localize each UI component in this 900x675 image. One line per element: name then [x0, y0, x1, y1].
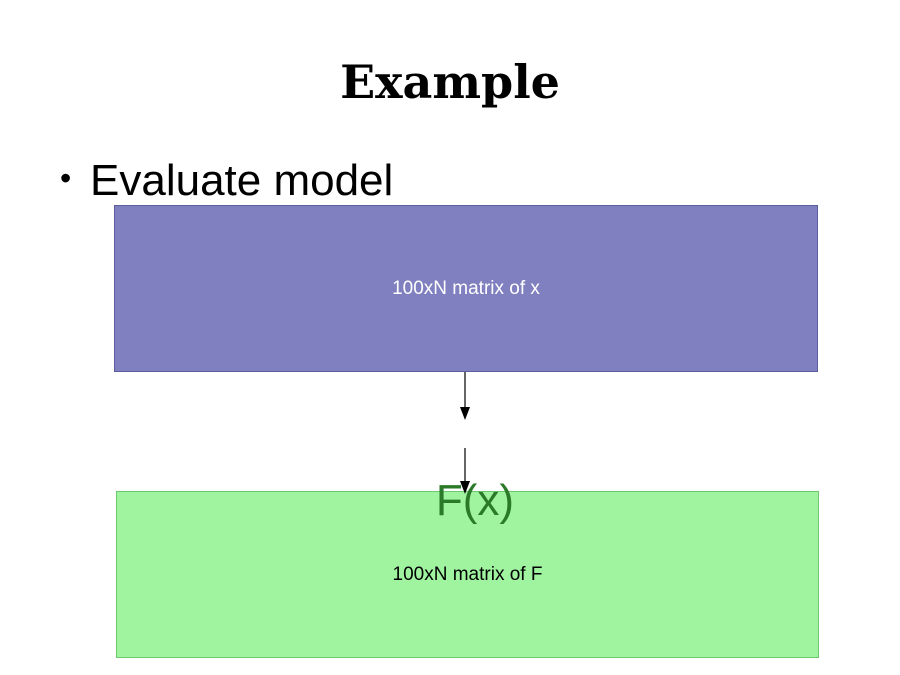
bullet-dot-icon: • [60, 159, 72, 196]
input-matrix-box: 100xN matrix of x [114, 205, 818, 372]
arrow-input-down [460, 372, 470, 420]
bullet-text: Evaluate model [90, 156, 394, 205]
bullet-item: • Evaluate model [60, 152, 393, 210]
input-matrix-label: 100xN matrix of x [392, 277, 540, 299]
function-label: F(x) [435, 476, 515, 525]
slide-title: Example [340, 55, 560, 109]
output-matrix-box: 100xN matrix of F [116, 491, 819, 658]
output-matrix-label: 100xN matrix of F [392, 563, 543, 585]
